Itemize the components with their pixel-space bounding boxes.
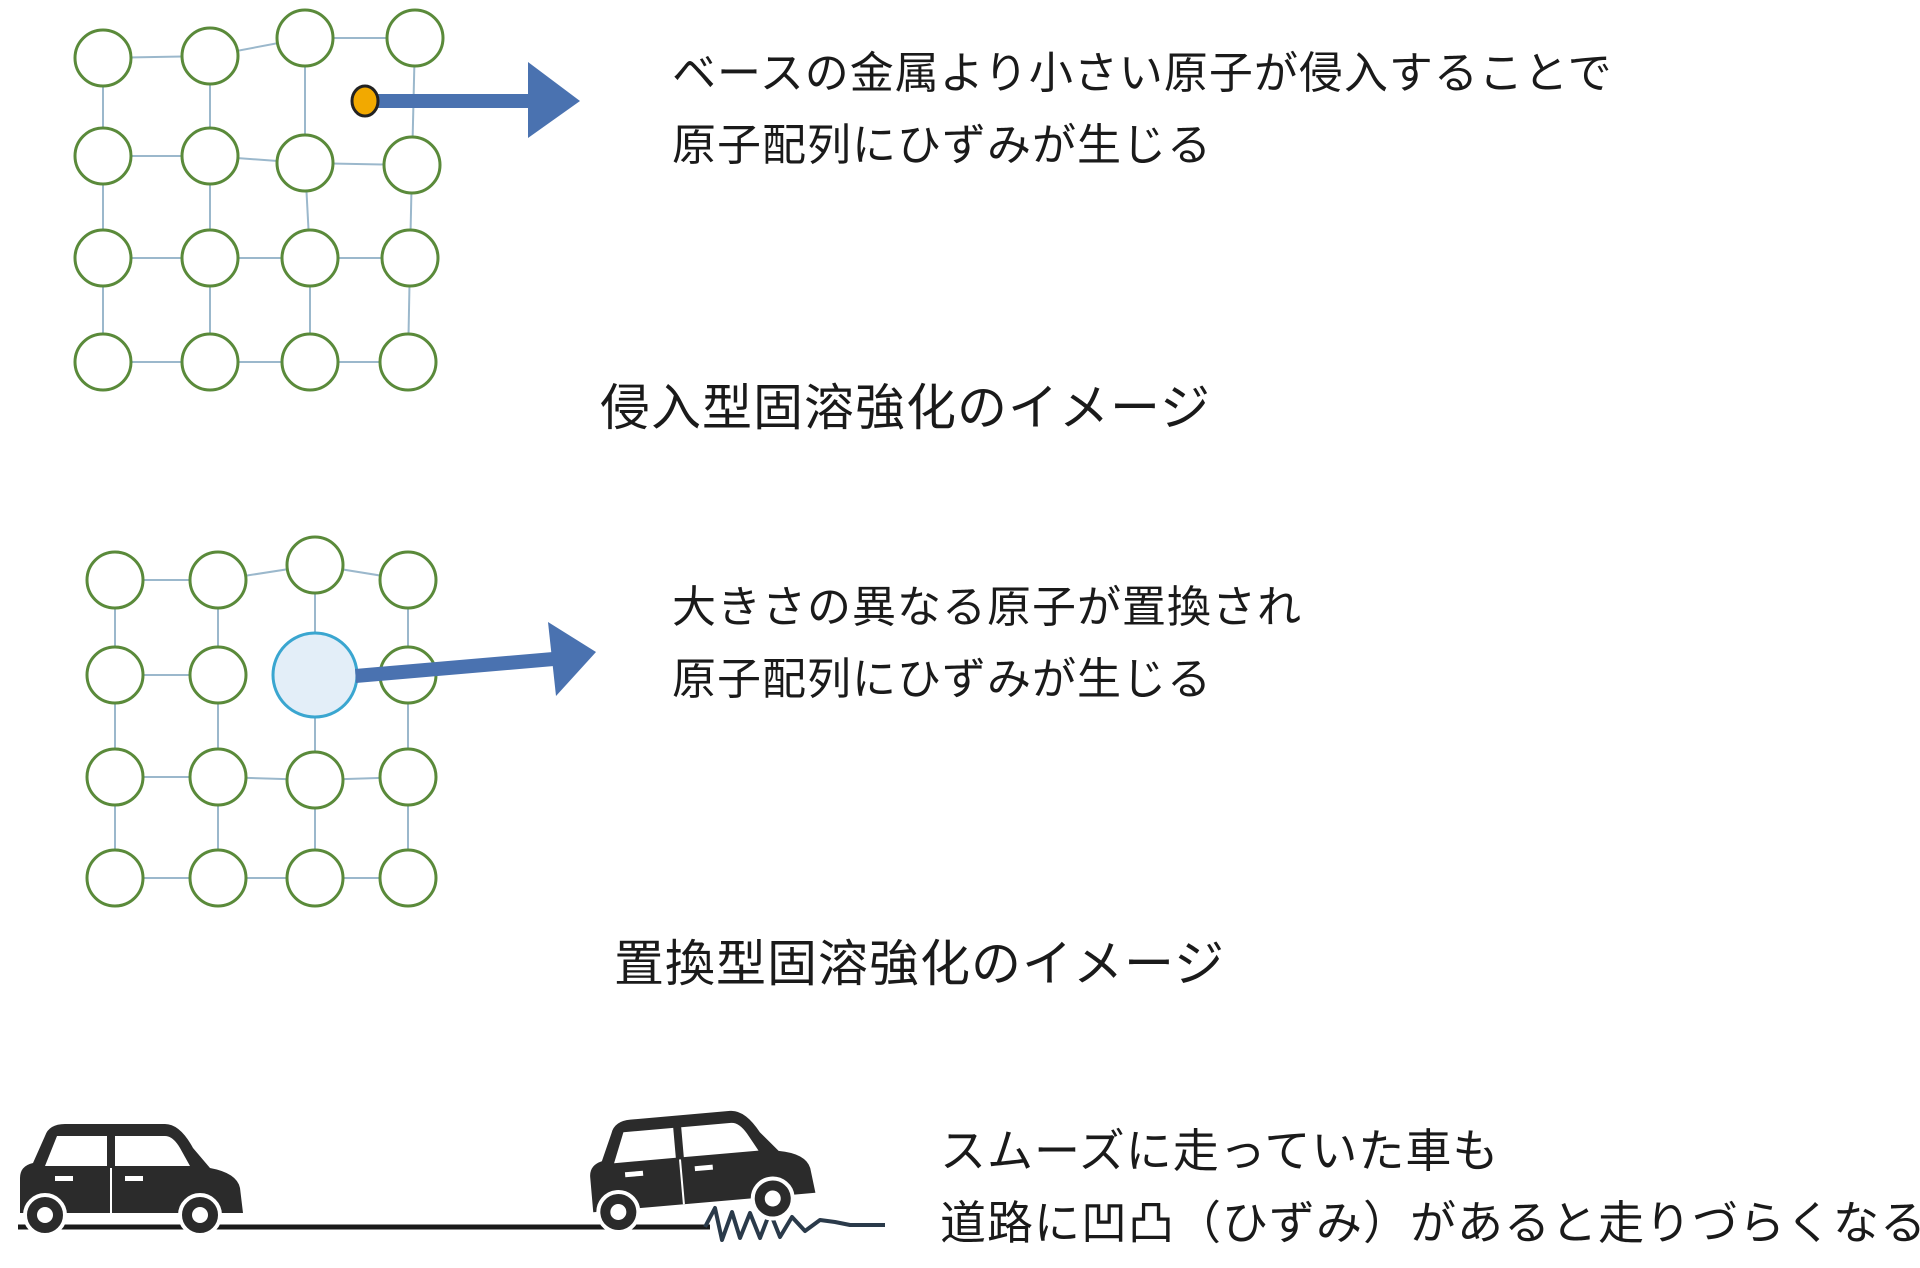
atom [280, 332, 340, 392]
atom [275, 133, 335, 193]
analogy-line-2: 道路に凹凸（ひずみ）があると走りづらくなる [940, 1196, 1920, 1250]
car-analogy-illustration [18, 1110, 885, 1242]
interstitial-arrow [365, 62, 580, 138]
car-icon [20, 1124, 243, 1237]
substitutional-description-line-2: 原子配列にひずみが生じる [672, 654, 1212, 705]
substitute-atom [271, 631, 359, 719]
atom [73, 126, 133, 186]
interstitial-description-line-2: 原子配列にひずみが生じる [672, 120, 1212, 171]
atom [85, 550, 145, 610]
atom [285, 535, 345, 595]
atom [275, 8, 335, 68]
atom [180, 332, 240, 392]
atom [188, 645, 248, 705]
interstitial-atom [350, 84, 380, 118]
interstitial-description-line-1: ベースの金属より小さい原子が侵入することで [672, 48, 1613, 99]
substitutional-description: 大きさの異なる原子が置換され 原子配列にひずみが生じる [672, 572, 1302, 716]
atom [188, 848, 248, 908]
interstitial-title: 侵入型固溶強化のイメージ [600, 379, 1211, 437]
interstitial-lattice-diagram [73, 8, 580, 392]
atom [280, 228, 340, 288]
car-icon [590, 1110, 816, 1235]
atom [382, 135, 442, 195]
atom [378, 550, 438, 610]
atom [378, 747, 438, 807]
substitutional-bonds [114, 564, 409, 879]
atom [85, 645, 145, 705]
atom [380, 228, 440, 288]
substitutional-description-line-1: 大きさの異なる原子が置換され [672, 582, 1302, 633]
interstitial-description: ベースの金属より小さい原子が侵入することで 原子配列にひずみが生じる [672, 38, 1613, 182]
atom [85, 848, 145, 908]
atom [180, 228, 240, 288]
atom [188, 747, 248, 807]
road-bump [703, 1206, 885, 1242]
atom [285, 848, 345, 908]
atom [73, 228, 133, 288]
atom [73, 332, 133, 392]
atom [73, 28, 133, 88]
atom [85, 747, 145, 807]
atom [385, 8, 445, 68]
atom [378, 848, 438, 908]
interstitial-atoms [73, 8, 445, 392]
atom [188, 550, 248, 610]
substitutional-atoms [85, 535, 438, 908]
atom [378, 332, 438, 392]
substitutional-title: 置換型固溶強化のイメージ [614, 935, 1225, 993]
substitutional-lattice-diagram [85, 535, 596, 908]
atom [180, 26, 240, 86]
analogy-line-1: スムーズに走っていた車も [940, 1124, 1500, 1178]
substitutional-arrow [355, 622, 596, 696]
atom [285, 750, 345, 810]
analogy-description: スムーズに走っていた車も 道路に凹凸（ひずみ）があると走りづらくなる [940, 1115, 1920, 1259]
atom [180, 126, 240, 186]
